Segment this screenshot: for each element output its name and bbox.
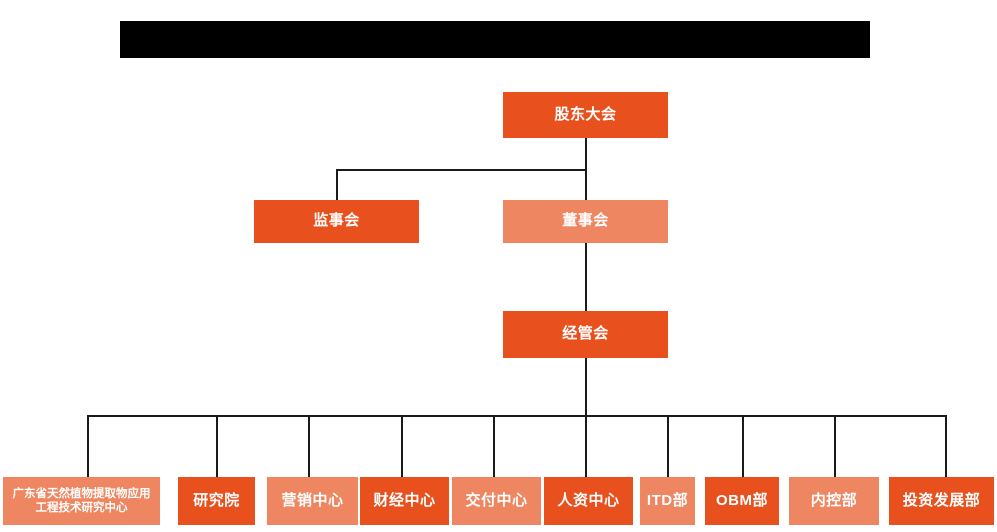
node-guangdong-research-center[interactable]: 广东省天然植物提取物应用工程技术研究中心: [3, 477, 160, 525]
node-management-committee[interactable]: 经管会: [503, 311, 668, 358]
connector-drop-delivery-center: [493, 415, 495, 477]
connector-drop-hr-center: [585, 415, 587, 477]
connector-drop-finance-center: [401, 415, 403, 477]
node-itd-dept[interactable]: ITD部: [640, 477, 695, 525]
connector-drop-itd-dept: [667, 415, 669, 477]
connector-management-down: [585, 358, 587, 416]
connector-drop-marketing-center: [308, 415, 310, 477]
node-board-of-directors[interactable]: 董事会: [503, 200, 668, 243]
node-finance-center[interactable]: 财经中心: [360, 477, 449, 525]
connector-drop-research-institute: [216, 415, 218, 477]
node-investment-development-dept[interactable]: 投资发展部: [889, 477, 994, 525]
connector-drop-guangdong-research-center: [87, 415, 89, 477]
node-marketing-center[interactable]: 营销中心: [267, 477, 358, 525]
connector-to-directors: [585, 169, 587, 200]
connector-drop-internal-control-dept: [834, 415, 836, 477]
node-internal-control-dept[interactable]: 内控部: [789, 477, 879, 525]
connector-to-supervisors: [336, 169, 338, 200]
node-research-institute[interactable]: 研究院: [178, 477, 255, 525]
node-shareholders-meeting[interactable]: 股东大会: [503, 92, 668, 138]
connector-directors-to-management: [585, 243, 587, 311]
node-obm-dept[interactable]: OBM部: [705, 477, 779, 525]
connector-departments-bus: [87, 415, 946, 417]
connector-level2-bus: [336, 169, 587, 171]
node-board-of-supervisors[interactable]: 监事会: [254, 200, 419, 243]
header-redaction-bar: [120, 21, 870, 58]
connector-drop-obm-dept: [742, 415, 744, 477]
connector-shareholders-down: [585, 138, 587, 170]
connector-drop-investment-development-dept: [945, 415, 947, 477]
node-delivery-center[interactable]: 交付中心: [452, 477, 541, 525]
node-hr-center[interactable]: 人资中心: [544, 477, 633, 525]
